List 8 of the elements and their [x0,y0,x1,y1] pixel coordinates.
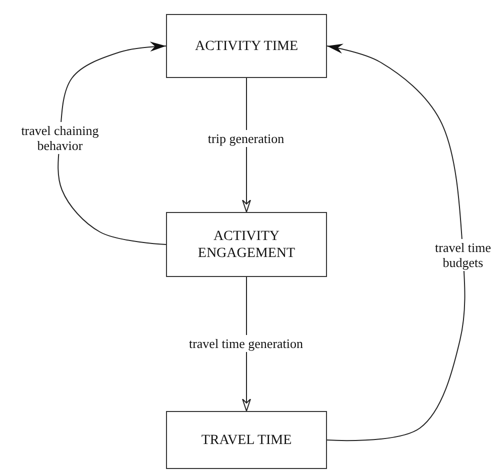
arrow [326,44,466,442]
arrow [58,42,166,245]
process-box [166,14,327,78]
process-box [166,212,327,277]
box-label: ACTIVITY TIME [194,38,298,54]
process-box [166,411,327,469]
box-label: ACTIVITY ENGAGEMENT [196,228,296,262]
box-label: TRAVEL TIME [201,432,292,448]
